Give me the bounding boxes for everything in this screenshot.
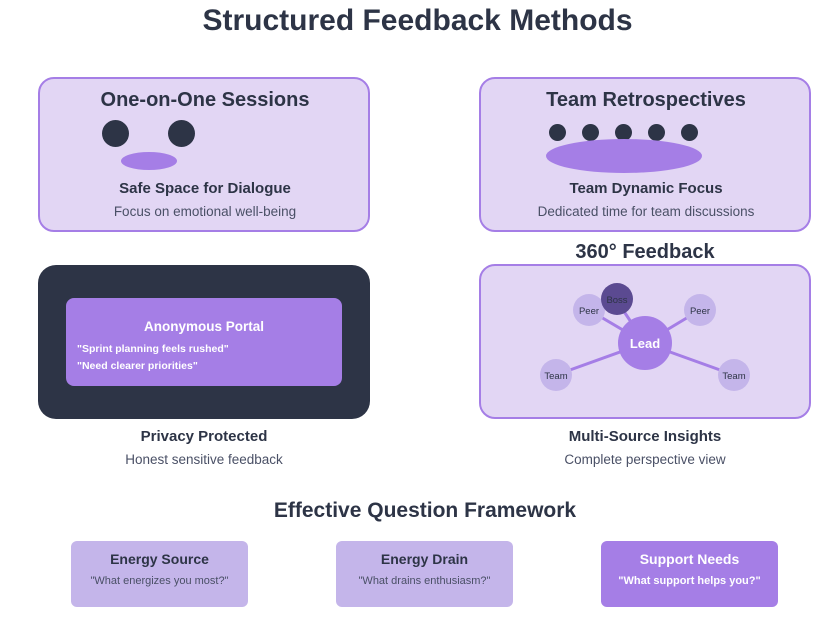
- one-on-one-title: One-on-One Sessions: [100, 89, 310, 111]
- peer-node: [573, 294, 605, 326]
- feedback-360-subtitle: Multi-Source Insights: [568, 428, 722, 445]
- lead-node: [618, 316, 672, 370]
- feedback-360-title: 360° Feedback: [575, 241, 715, 263]
- support-needs-title: Support Needs: [639, 551, 740, 567]
- boss-node-label: Boss: [606, 295, 627, 306]
- one-on-one-description: Focus on emotional well-being: [113, 204, 297, 219]
- team-retro-subtitle: Team Dynamic Focus: [569, 180, 723, 197]
- team-member-dot: [681, 124, 698, 141]
- energy-source-question: "What energizes you most?": [90, 575, 229, 587]
- page-title: Structured Feedback Methods: [202, 4, 633, 37]
- team-member-dot: [549, 124, 566, 141]
- team-node-label: Team: [722, 371, 745, 382]
- anonymous-subtitle: Privacy Protected: [140, 428, 268, 445]
- anonymous-portal-title: Anonymous Portal: [143, 319, 264, 334]
- feedback-360-card: Boss Peer Peer Team Team Lead: [479, 264, 811, 419]
- team-member-dot: [648, 124, 665, 141]
- peer-node-label: Peer: [690, 306, 710, 317]
- team-node-label: Team: [544, 371, 567, 382]
- team-retro-card: Team Retrospectives Team Dynamic Focus D…: [479, 77, 811, 232]
- one-on-one-subtitle: Safe Space for Dialogue: [119, 180, 291, 197]
- lead-node-label: Lead: [630, 336, 660, 351]
- person-dot-left: [102, 120, 129, 147]
- one-on-one-card: One-on-One Sessions Safe Space for Dialo…: [38, 77, 370, 232]
- energy-source-card: Energy Source "What energizes you most?": [71, 541, 248, 607]
- team-member-dot: [615, 124, 632, 141]
- anonymous-message: "Sprint planning feels rushed": [77, 343, 229, 355]
- framework-title: Effective Question Framework: [273, 499, 577, 522]
- team-retro-description: Dedicated time for team discussions: [537, 204, 755, 219]
- energy-drain-card: Energy Drain "What drains enthusiasm?": [336, 541, 513, 607]
- support-needs-card: Support Needs "What support helps you?": [601, 541, 778, 607]
- energy-drain-question: "What drains enthusiasm?": [358, 575, 491, 587]
- anonymous-panel: Anonymous Portal "Sprint planning feels …: [38, 265, 370, 419]
- team-node: [540, 359, 572, 391]
- team-table-oval: [546, 139, 702, 173]
- anonymous-portal-box: Anonymous Portal "Sprint planning feels …: [66, 298, 342, 386]
- team-member-dot: [582, 124, 599, 141]
- peer-node: [684, 294, 716, 326]
- feedback-360-description: Complete perspective view: [564, 452, 726, 467]
- energy-source-title: Energy Source: [110, 551, 209, 567]
- anonymous-message: "Need clearer priorities": [77, 360, 198, 372]
- energy-drain-title: Energy Drain: [380, 551, 469, 567]
- peer-node-label: Peer: [579, 306, 599, 317]
- support-needs-question: "What support helps you?": [618, 575, 761, 587]
- team-retro-title: Team Retrospectives: [546, 89, 746, 111]
- person-dot-right: [168, 120, 195, 147]
- anonymous-description: Honest sensitive feedback: [125, 452, 283, 467]
- boss-node: [601, 283, 633, 315]
- feedback-360-network: Boss Peer Peer Team Team Lead: [540, 283, 750, 391]
- table-oval: [121, 152, 177, 170]
- team-node: [718, 359, 750, 391]
